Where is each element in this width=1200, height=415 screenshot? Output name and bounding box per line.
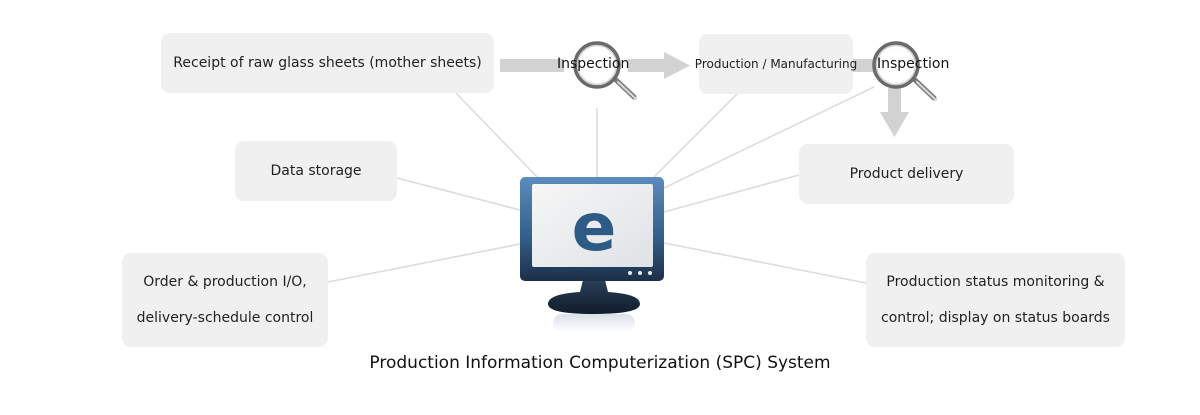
- magnifier-icon-2: [872, 41, 937, 101]
- node-production-label: Production / Manufacturing: [694, 57, 858, 71]
- node-storage-label: Data storage: [270, 163, 362, 179]
- node-delivery-label: Product delivery: [849, 166, 964, 182]
- monitor-stand: [548, 280, 640, 314]
- flow-arrow-down-shaft: [888, 88, 901, 114]
- node-product-delivery: Product delivery: [799, 144, 1014, 204]
- magnifier-icon-1: [573, 41, 637, 100]
- connector-inspection-2: [663, 86, 875, 189]
- connector-delivery: [663, 174, 800, 213]
- node-order-label-line-1: Order & production I/O,: [143, 274, 307, 290]
- node-status-label-line-2: control; display on status boards: [881, 310, 1110, 326]
- node-production-manufacturing: Production / Manufacturing: [695, 34, 857, 94]
- connector-storage: [396, 177, 521, 211]
- node-production-status: Production status monitoring & control; …: [866, 253, 1125, 347]
- node-order-label-line-2: delivery-schedule control: [136, 310, 314, 326]
- node-data-storage: Data storage: [235, 141, 397, 201]
- diagram-caption: Production Information Computerization (…: [369, 353, 831, 373]
- inspection-label-1: Inspection: [557, 56, 630, 72]
- connector-production: [653, 93, 738, 178]
- flow-arrow-2-shaft: [628, 59, 668, 72]
- inspection-label-2: Inspection: [877, 56, 950, 72]
- monitor-e-icon: e: [520, 177, 664, 332]
- connector-order: [327, 243, 521, 283]
- flow-arrow-down-head: [880, 112, 909, 137]
- node-status-label-line-1: Production status monitoring &: [886, 274, 1105, 290]
- monitor-screen: [532, 184, 653, 267]
- monitor-reflection: [553, 314, 635, 332]
- node-receipt-raw-glass: Receipt of raw glass sheets (mother shee…: [161, 33, 494, 93]
- node-receipt-label: Receipt of raw glass sheets (mother shee…: [173, 55, 482, 71]
- node-order-production-io: Order & production I/O, delivery-schedul…: [122, 253, 328, 347]
- flow-arrow-2-head: [664, 52, 690, 79]
- monitor-letter: e: [572, 189, 617, 266]
- connector-receipt: [455, 92, 541, 181]
- flow-arrow-1-shaft: [500, 59, 564, 72]
- connector-status: [663, 242, 867, 284]
